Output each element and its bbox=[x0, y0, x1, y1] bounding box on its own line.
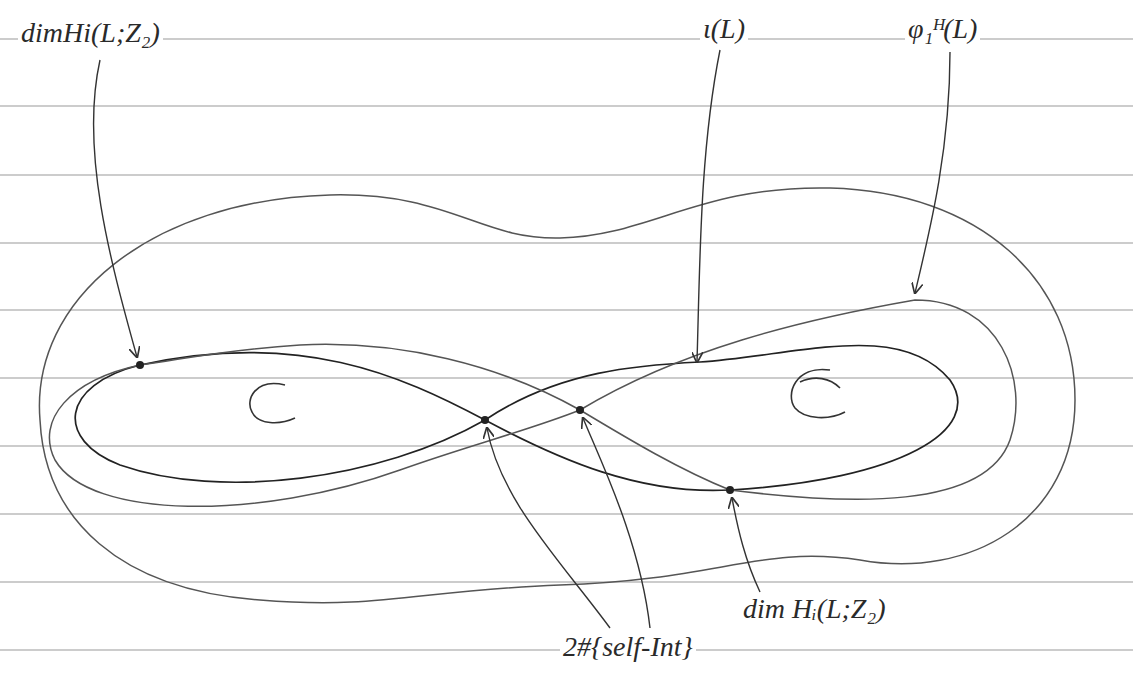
ruled-lines bbox=[0, 39, 1133, 650]
curve-L bbox=[75, 345, 958, 490]
surface-outline bbox=[39, 188, 1075, 603]
curve-label: ι(L) bbox=[700, 14, 748, 45]
homology-label: dim Hᵢ(L;Z₂) bbox=[740, 594, 889, 625]
leader-lines bbox=[93, 50, 950, 628]
homology-label: dimHi(L;Z₂) bbox=[18, 18, 163, 49]
intersection-dots bbox=[136, 361, 734, 494]
curve-label: φ₁ᴴ(L) bbox=[905, 14, 980, 45]
genus-hole bbox=[791, 369, 845, 417]
self-intersection-label: 2#{self-Int} bbox=[560, 632, 696, 663]
genus-hole bbox=[250, 384, 295, 423]
curve-phi-L bbox=[49, 300, 1016, 506]
